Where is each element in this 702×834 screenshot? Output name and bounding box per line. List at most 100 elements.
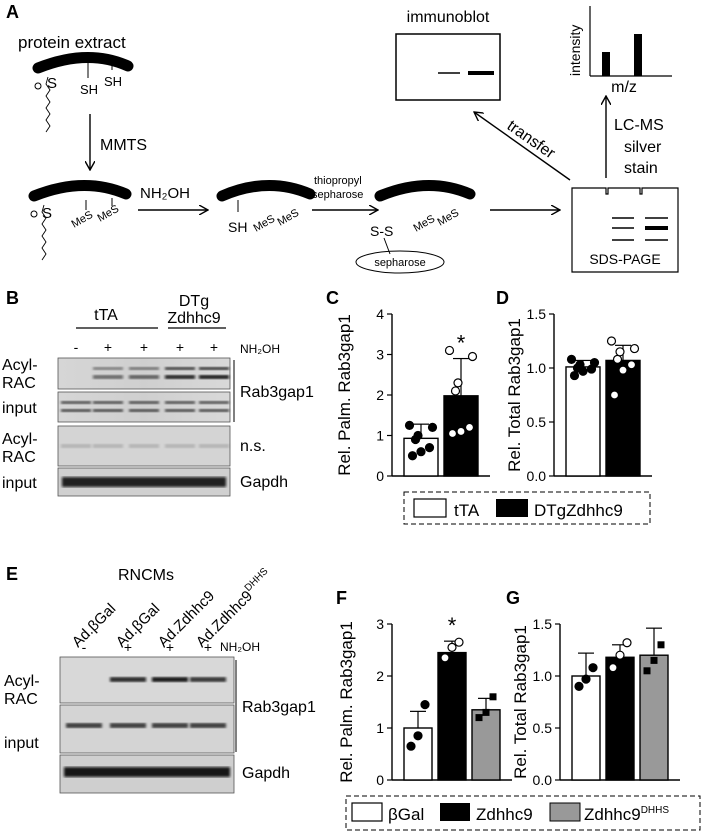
protein-band-4 [374,180,476,202]
y-axis-label: Rel. Total Rab3gap1 [511,625,530,779]
band [129,375,159,379]
panel-e-letter: E [6,564,18,584]
band [110,723,146,728]
band [199,401,229,404]
band [165,401,195,404]
band [190,677,226,682]
b-lane-sign: + [104,339,112,355]
panel-b: B tTA DTg Zdhhc9 -++++ NH₂OH Acyl- RAC i… [2,288,314,497]
band [165,375,195,379]
legend-fg-bgal: βGal [388,805,424,824]
lcms-label: LC-MS [614,117,664,134]
b-lane-sign: - [74,339,79,355]
sepharose-bead-label: sepharose [374,257,425,269]
y-tick-label: 3 [376,616,384,632]
data-point [609,390,620,400]
band [129,444,159,448]
transfer-label: transfer [504,117,559,162]
fatty-chain-1 [45,76,51,133]
bar-0 [571,675,601,781]
panel-a: A protein extract S SH SH MMTS S MeS MeS… [6,2,679,274]
data-point [618,365,628,375]
b-acyl-label-2: RAC [2,375,36,392]
bar-0 [565,366,601,477]
e-title: RNCMs [118,567,174,584]
bar-1 [437,651,467,781]
band [93,409,123,412]
y-tick-label: 2 [376,387,384,403]
disulfide-label: S-S [370,223,393,239]
data-point [413,731,423,741]
thiopropyl-label: thiopropyl [314,175,362,187]
mes-label-5: MeS [412,213,438,235]
e-rab3gap1-label: Rab3gap1 [242,699,316,716]
e-lane-label: Ad.βGal [69,600,120,651]
band [190,723,226,728]
mz-label: m/z [611,79,637,96]
band [199,375,229,379]
band [129,409,159,412]
band [165,409,195,412]
band [66,723,102,728]
band [64,767,230,777]
data-point [650,656,658,664]
data-point [407,451,418,461]
y-tick-label: 1 [376,428,384,444]
band [93,367,123,370]
panel-d-letter: D [496,288,509,308]
y-tick-label: 3 [376,347,384,363]
data-point [575,360,585,370]
band [199,444,229,448]
bar-2 [471,709,501,781]
b-lane-signs: -++++ [74,339,218,355]
e-bands [64,677,230,777]
nh2oh-label: NH₂OH [140,185,190,202]
y-tick-label: 0.0 [533,772,553,788]
bar-1 [605,656,635,781]
sds-page-gel [571,187,679,273]
y-tick-label: 0.0 [527,468,547,484]
band [152,677,188,682]
b-input-label: input [2,400,37,417]
carbonyl-o-icon [34,82,42,90]
data-point [447,428,458,439]
data-point [475,714,483,722]
e-acyl-label-2: RAC [4,691,38,708]
free-thiol-label-1: SH [80,82,98,97]
mes-label-1: MeS [70,209,96,231]
data-point [467,351,478,362]
band [61,401,91,404]
thioester-s-label: S [47,75,57,92]
b-lane-sign: + [210,339,218,355]
data-point [420,699,430,710]
data-point [404,420,415,430]
legend-cd-dtg: DTgZdhhc9 [534,501,623,520]
legend-cd: tTA DTgZdhhc9 [403,491,651,525]
band [110,677,146,682]
b-acyl2-label-1: Acyl- [2,431,38,448]
panel-f-letter: F [336,588,347,608]
data-point [464,422,475,432]
mmts-label: MMTS [100,137,147,154]
band [61,409,91,412]
data-point [629,343,640,354]
data-point [608,663,618,673]
sds-page-label: SDS-PAGE [589,251,660,267]
bar-1 [605,359,641,477]
b-rab3gap1-label: Rab3gap1 [240,384,314,401]
b-acyl-label-1: Acyl- [2,357,38,374]
band [93,401,123,404]
data-point [424,443,435,453]
data-point [406,741,416,751]
e-gapdh-label: Gapdh [242,765,290,782]
data-point [447,642,457,653]
band [129,367,159,370]
b-acylrac-blot [57,357,231,390]
b-input2-label: input [2,475,37,492]
fatty-chain-2 [41,204,47,261]
